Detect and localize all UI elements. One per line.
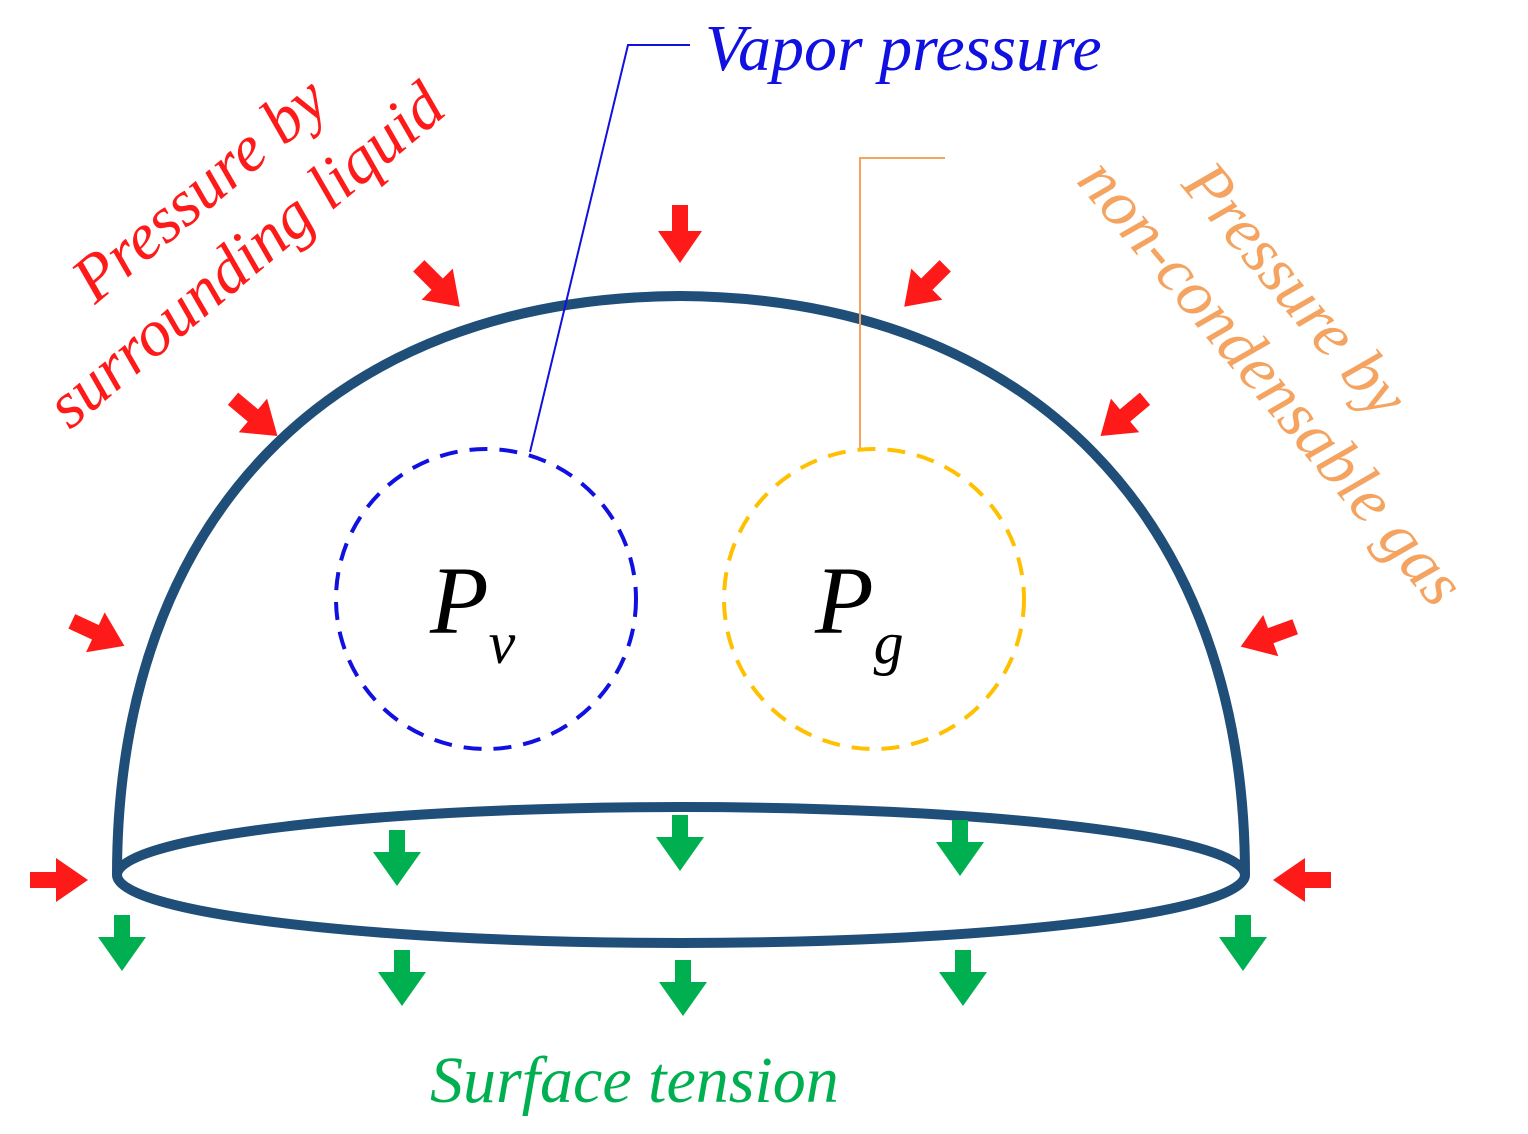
liquid-pressure-arrow	[1273, 858, 1331, 902]
bubble-dome	[112, 290, 1250, 876]
liquid-pressure-arrow	[30, 858, 88, 902]
surface-tension-arrow	[373, 830, 421, 886]
surface-tension-arrow	[939, 950, 987, 1006]
gas-pressure-circle	[722, 447, 1026, 751]
surface-tension-arrows	[98, 815, 1267, 1016]
gas-pressure-label: Pressure by non-condensable gas	[1064, 144, 1479, 619]
vapor-leader-line	[529, 44, 690, 453]
liquid-pressure-arrow	[62, 601, 134, 666]
vapor-pressure-symbol: Pv	[429, 547, 516, 676]
surface-tension-label: Surface tension	[430, 1044, 839, 1117]
liquid-pressure-arrow	[1086, 381, 1160, 453]
liquid-pressure-arrow	[888, 250, 961, 323]
liquid-pressure-arrow	[658, 205, 702, 263]
surface-tension-arrow	[936, 820, 984, 876]
surface-tension-arrow	[378, 950, 426, 1006]
vapor-pressure-circle	[334, 447, 638, 751]
gas-leader-line	[859, 157, 945, 450]
liquid-pressure-arrow	[1233, 606, 1303, 668]
surface-tension-arrow	[98, 915, 146, 971]
liquid-pressure-arrow	[403, 250, 476, 323]
gas-pressure-symbol: Pg	[814, 547, 904, 676]
liquid-pressure-label: Pressure by surrounding liquid	[33, 62, 459, 442]
vapor-pressure-label: Vapor pressure	[705, 12, 1102, 85]
surface-tension-arrow	[1219, 915, 1267, 971]
bubble-base-ellipse	[112, 802, 1250, 948]
surface-tension-arrow	[659, 960, 707, 1016]
surface-tension-arrow	[656, 815, 704, 871]
